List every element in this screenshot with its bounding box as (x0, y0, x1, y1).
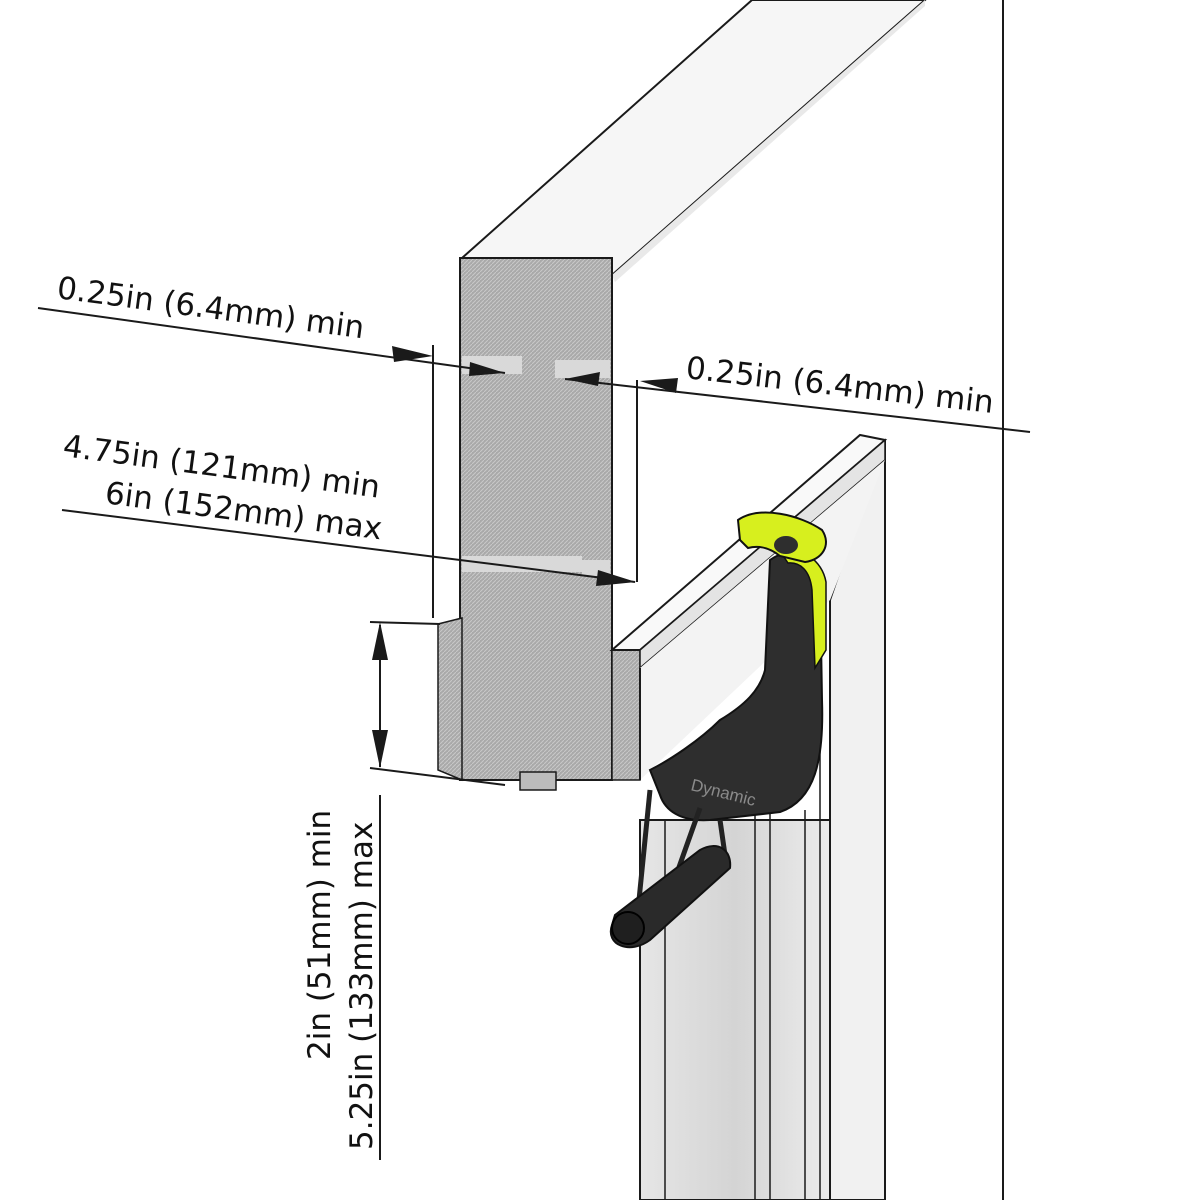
pull-handle (609, 789, 732, 949)
dim-height-min: 2in (51mm) min (302, 810, 338, 1060)
door-jamb (639, 439, 886, 1200)
slot-markers (462, 356, 610, 576)
mounting-bracket: Dynamic (648, 511, 827, 822)
dim-height-max: 5.25in (133mm) max (344, 822, 380, 1150)
door-slab (437, 0, 927, 791)
arrowheads (372, 346, 678, 768)
